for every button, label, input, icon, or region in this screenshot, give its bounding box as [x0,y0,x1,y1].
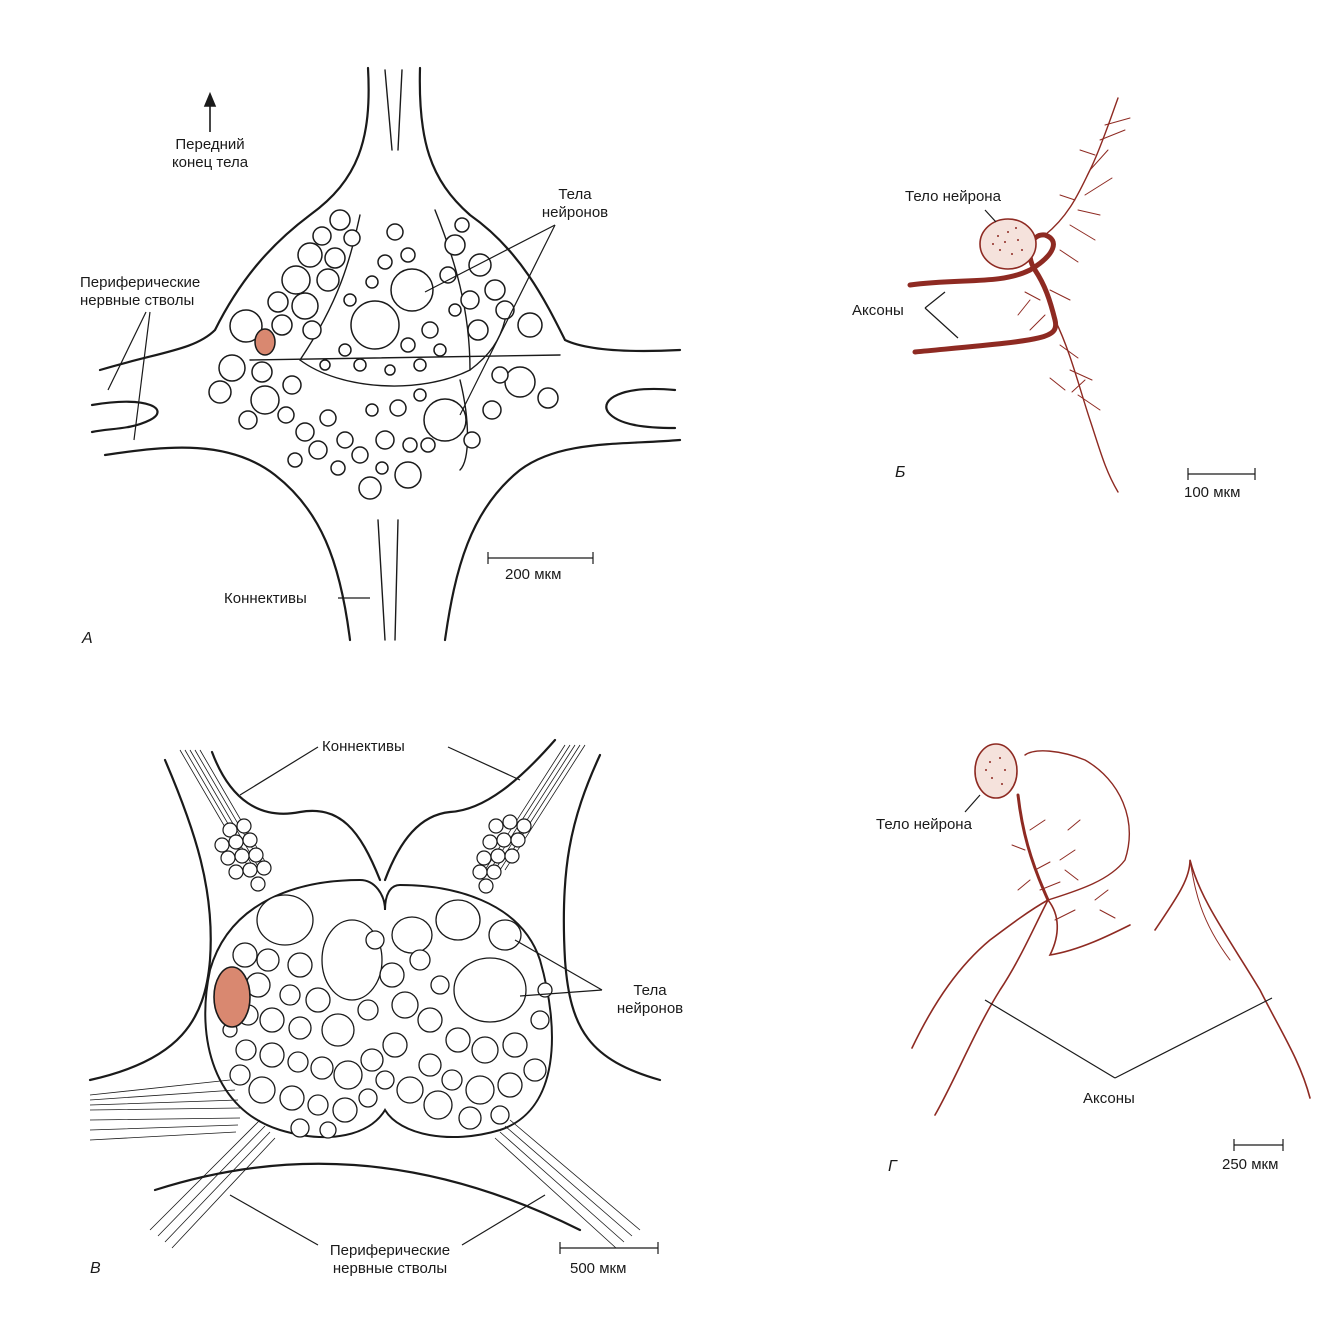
panel-letter-g: Г [888,1158,897,1175]
anterior-end-label: Передний конец тела [160,136,260,172]
cell-body-label-g: Тело нейрона [876,816,972,833]
neuron-bodies-label-a-line2: нейронов [541,204,609,221]
scale-bar-v-label: 500 мкм [570,1260,627,1277]
peripheral-trunks-label-a-line1: Периферические [80,274,201,291]
peripheral-trunks-label-a-line2: нервные стволы [80,292,195,309]
peripheral-trunks-label-v: Периферические нервные стволы [310,1242,470,1278]
axons-label-g: Аксоны [1083,1090,1135,1107]
highlighted-neuron-v [213,966,251,1028]
highlighted-neuron-a [254,328,276,356]
axons-label-b: Аксоны [852,302,904,319]
neuron-g-cell-body [974,743,1018,799]
neuron-bodies-label-a-line1: Тела [558,186,592,203]
panel-letter-b: Б [895,464,906,481]
neuron-bodies-label-v-line1: Тела [633,982,667,999]
neuron-b-drawing [907,97,1131,493]
neuron-bodies-label-v-line2: нейронов [616,1000,684,1017]
neuron-bodies-label-v: Тела нейронов [605,982,695,1018]
neuron-b-cell-body [979,218,1037,270]
neuron-bodies-label-a: Тела нейронов [520,186,630,222]
panel-letter-v: В [90,1260,101,1277]
peripheral-trunks-label-a: Периферические нервные стволы [80,274,200,310]
scale-bar-a-label: 200 мкм [505,566,562,583]
anterior-end-label-line2: конец тела [171,154,249,171]
connectives-label-v: Коннективы [322,738,405,755]
peripheral-trunks-label-v-line1: Периферические [329,1242,451,1259]
scale-bar-g-label: 250 мкм [1222,1156,1279,1173]
panel-letter-a: А [82,630,93,647]
anterior-end-label-line1: Передний [175,136,245,153]
anterior-arrow-icon [203,91,217,132]
connectives-label-a: Коннективы [224,590,307,607]
cell-body-label-b: Тело нейрона [905,188,1001,205]
peripheral-trunks-label-v-line2: нервные стволы [332,1260,448,1277]
neuron-g-drawing [911,750,1311,1116]
scale-bar-b-label: 100 мкм [1184,484,1241,501]
